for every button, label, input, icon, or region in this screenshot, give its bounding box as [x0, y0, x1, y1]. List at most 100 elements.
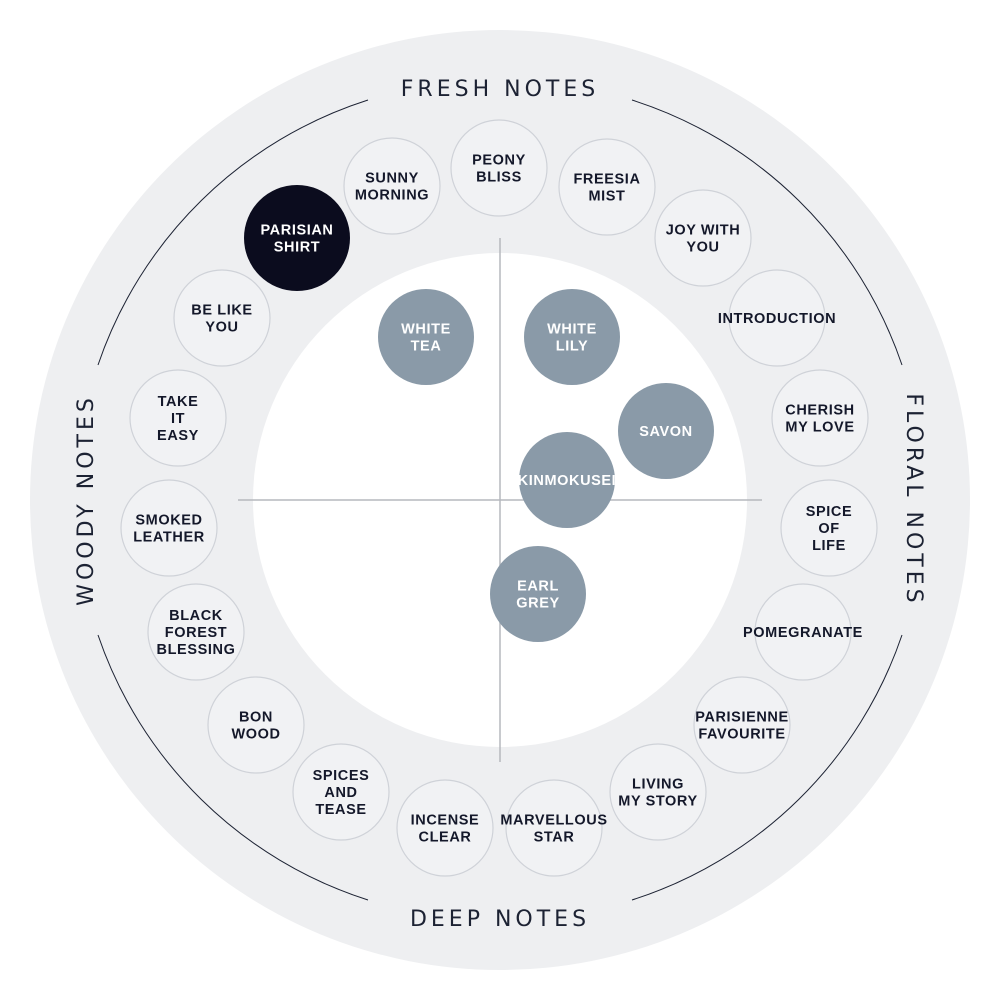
scent-label-line: LEATHER — [133, 530, 205, 546]
scent-circle[interactable] — [343, 137, 441, 235]
scent-circle-positioned[interactable] — [524, 289, 620, 385]
scent-label-line: STAR — [534, 830, 575, 846]
scent-label-line: SPICES — [313, 768, 370, 784]
section-label-deep-notes: DEEP NOTES — [410, 907, 590, 932]
scent-label-line: LILY — [556, 339, 588, 355]
scent-label-line: MY STORY — [618, 794, 697, 810]
scent-circle[interactable] — [780, 479, 878, 577]
scent-label-line: SPICE — [806, 504, 853, 520]
scent-label-line: SMOKED — [135, 513, 202, 529]
scent-item-pomegranate[interactable]: POMEGRANATE — [743, 583, 863, 681]
scent-circle[interactable] — [609, 743, 707, 841]
scent-circle[interactable] — [207, 676, 305, 774]
scent-circle[interactable] — [693, 676, 791, 774]
scent-label-line: MIST — [588, 189, 625, 205]
scent-circle[interactable] — [505, 779, 603, 877]
scent-circle[interactable] — [558, 138, 656, 236]
scent-label-line: POMEGRANATE — [743, 625, 863, 641]
scent-item-savon[interactable]: SAVON — [618, 383, 714, 479]
scent-label-line: FREESIA — [573, 172, 640, 188]
scent-circle-selected[interactable] — [244, 185, 350, 291]
scent-label-line: INTRODUCTION — [718, 311, 836, 327]
scent-circle[interactable] — [654, 189, 752, 287]
scent-label-line: INCENSE — [411, 813, 480, 829]
scent-label-line: PEONY — [472, 153, 526, 169]
scent-circle-positioned[interactable] — [618, 383, 714, 479]
scent-label-line: CLEAR — [419, 830, 472, 846]
scent-label-line: WHITE — [401, 322, 451, 338]
scent-label-line: WHITE — [547, 322, 597, 338]
scent-label-line: FAVOURITE — [698, 727, 785, 743]
scent-label-line: FOREST — [165, 625, 227, 641]
scent-label-line: BLACK — [169, 608, 223, 624]
scent-circle[interactable] — [147, 583, 245, 681]
ring-arc-top-right — [631, 99, 903, 366]
scent-label-line: SAVON — [639, 424, 693, 440]
section-label-fresh-notes: FRESH NOTES — [401, 77, 599, 102]
scent-circle[interactable] — [129, 369, 227, 467]
scent-label-line: SHIRT — [274, 240, 321, 256]
scent-circle[interactable] — [450, 119, 548, 217]
scent-label-line: MY LOVE — [785, 420, 854, 436]
scent-circle[interactable] — [728, 269, 826, 367]
scent-label-line: KINMOKUSEI — [518, 473, 617, 489]
scent-label-line: MORNING — [355, 188, 429, 204]
scent-circle[interactable] — [173, 269, 271, 367]
scent-circle-positioned[interactable] — [378, 289, 474, 385]
scent-label-line: MARVELLOUS — [500, 813, 607, 829]
scent-label-line: LIVING — [632, 777, 684, 793]
scent-circle[interactable] — [120, 479, 218, 577]
section-label-floral-notes: FLORAL NOTES — [901, 393, 926, 606]
scent-circle-positioned[interactable] — [519, 432, 615, 528]
scent-label-line: YOU — [205, 320, 238, 336]
scent-label-line: OF — [818, 521, 839, 537]
ring-arc-bottom-left — [97, 634, 369, 901]
scent-label-line: AND — [324, 785, 357, 801]
scent-label-line: GREY — [516, 596, 560, 612]
scent-label-line: PARISIAN — [260, 223, 333, 239]
scent-item-introduction[interactable]: INTRODUCTION — [718, 269, 836, 367]
scent-label-line: TEA — [411, 339, 442, 355]
scent-label-line: EASY — [157, 428, 199, 444]
scent-label-line: JOY WITH — [666, 223, 741, 239]
scent-label-line: IT — [171, 411, 185, 427]
scent-item-kinmokusei[interactable]: KINMOKUSEI — [518, 432, 617, 528]
scent-label-line: BLISS — [476, 170, 522, 186]
scent-label-line: CHERISH — [785, 403, 854, 419]
scent-label-line: BE LIKE — [191, 303, 252, 319]
scent-label-line: BLESSING — [157, 642, 236, 658]
scent-circle[interactable] — [771, 369, 869, 467]
scent-label-line: BON — [239, 710, 273, 726]
scent-label-line: TAKE — [158, 394, 199, 410]
scent-circle[interactable] — [754, 583, 852, 681]
scent-circle-positioned[interactable] — [490, 546, 586, 642]
ring-arc-bottom-right — [631, 634, 903, 901]
ring-arc-top-left — [97, 99, 369, 366]
scent-circle[interactable] — [292, 743, 390, 841]
scent-circle[interactable] — [396, 779, 494, 877]
scent-label-line: WOOD — [231, 727, 280, 743]
